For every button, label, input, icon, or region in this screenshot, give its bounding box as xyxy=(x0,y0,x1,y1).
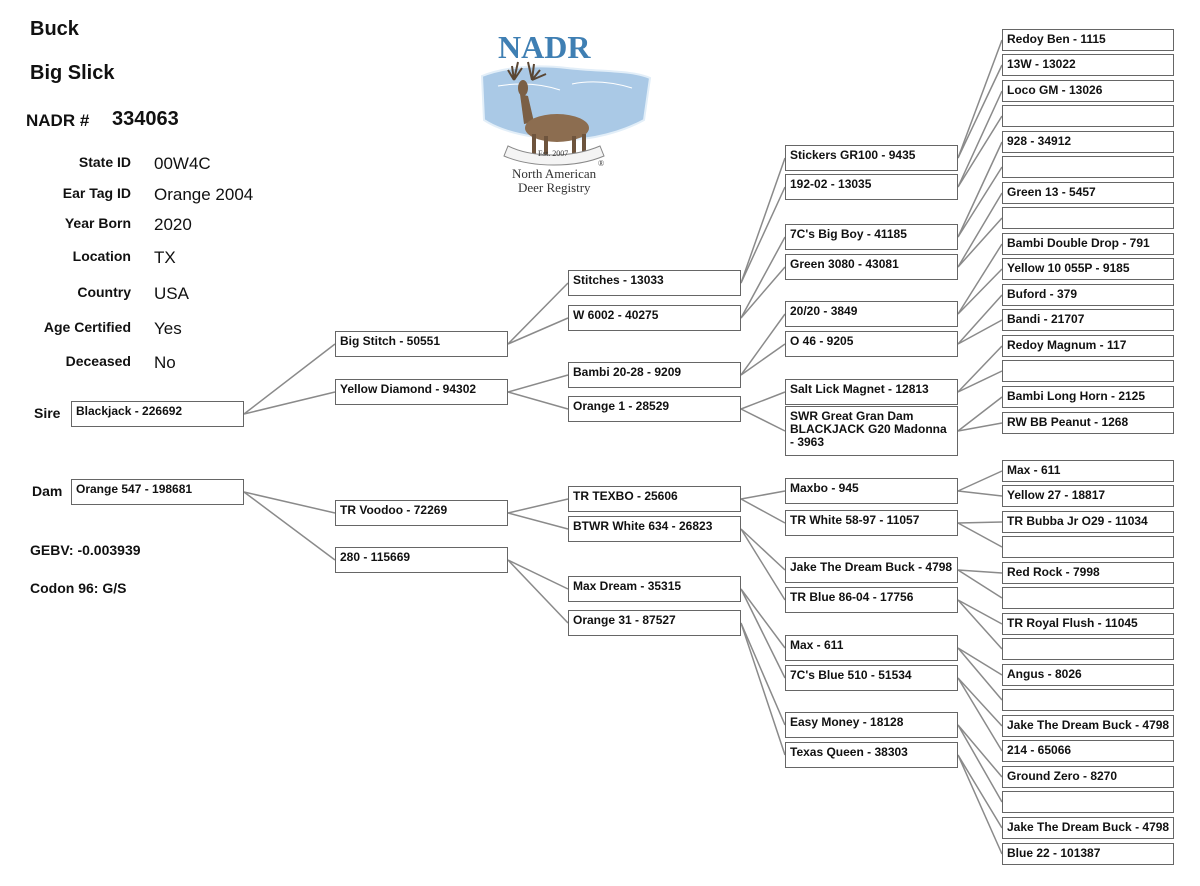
nadr-number-value: 334063 xyxy=(112,108,179,130)
g4-ancestor-box-15: Easy Money - 18128 xyxy=(785,712,958,738)
g4-ancestor-box-11: Jake The Dream Buck - 4798 xyxy=(785,557,958,583)
year-born-value: 2020 xyxy=(154,215,192,234)
g5-ancestor-box-26 xyxy=(1002,689,1174,711)
nadr-logo-line2: Deer Registry xyxy=(518,180,591,195)
g5-ancestor-box-31: Jake The Dream Buck - 4798 xyxy=(1002,817,1174,839)
g5-ancestor-box-6 xyxy=(1002,156,1174,178)
g4-ancestor-box-12: TR Blue 86-04 - 17756 xyxy=(785,587,958,613)
g4-ancestor-box-1: Stickers GR100 - 9435 xyxy=(785,145,958,171)
age-certified-value: Yes xyxy=(154,319,182,338)
sire-label: Sire xyxy=(34,405,61,421)
great-grandparent-box-6: BTWR White 634 - 26823 xyxy=(568,516,741,542)
g5-ancestor-box-19: TR Bubba Jr O29 - 11034 xyxy=(1002,511,1174,533)
g4-ancestor-box-14: 7C's Blue 510 - 51534 xyxy=(785,665,958,691)
great-grandparent-box-2: W 6002 - 40275 xyxy=(568,305,741,331)
g4-ancestor-box-9: Maxbo - 945 xyxy=(785,478,958,504)
codon-96-value: Codon 96: G/S xyxy=(30,580,127,596)
grandparent-box-4: 280 - 115669 xyxy=(335,547,508,573)
g5-ancestor-box-7: Green 13 - 5457 xyxy=(1002,182,1174,204)
g5-ancestor-box-27: Jake The Dream Buck - 4798 xyxy=(1002,715,1174,737)
g5-ancestor-box-21: Red Rock - 7998 xyxy=(1002,562,1174,584)
g5-ancestor-box-2: 13W - 13022 xyxy=(1002,54,1174,76)
deer-icon xyxy=(507,61,589,158)
ear-tag-id-value: Orange 2004 xyxy=(154,185,254,204)
g5-ancestor-box-14 xyxy=(1002,360,1174,382)
g4-ancestor-box-8: SWR Great Gran Dam BLACKJACK G20 Madonna… xyxy=(785,406,958,456)
g4-ancestor-box-13: Max - 611 xyxy=(785,635,958,661)
nadr-logo-wordmark: NADR xyxy=(498,29,591,65)
country-label: Country xyxy=(77,284,131,300)
g4-ancestor-box-7: Salt Lick Magnet - 12813 xyxy=(785,379,958,405)
g5-ancestor-box-29: Ground Zero - 8270 xyxy=(1002,766,1174,788)
g5-ancestor-box-20 xyxy=(1002,536,1174,558)
g5-ancestor-box-18: Yellow 27 - 18817 xyxy=(1002,485,1174,507)
g5-ancestor-box-9: Bambi Double Drop - 791 xyxy=(1002,233,1174,255)
g4-ancestor-box-4: Green 3080 - 43081 xyxy=(785,254,958,280)
ribbon-banner xyxy=(503,145,605,166)
g5-ancestor-box-10: Yellow 10 055P - 9185 xyxy=(1002,258,1174,280)
g5-ancestor-box-17: Max - 611 xyxy=(1002,460,1174,482)
grandparent-box-2: Yellow Diamond - 94302 xyxy=(335,379,508,405)
dam-label: Dam xyxy=(32,483,63,499)
g5-ancestor-box-12: Bandi - 21707 xyxy=(1002,309,1174,331)
location-value: TX xyxy=(154,248,176,267)
animal-type-label: Buck xyxy=(30,18,79,40)
g5-ancestor-box-8 xyxy=(1002,207,1174,229)
location-label: Location xyxy=(72,248,131,264)
g4-ancestor-box-16: Texas Queen - 38303 xyxy=(785,742,958,768)
g4-ancestor-box-10: TR White 58-97 - 11057 xyxy=(785,510,958,536)
g4-ancestor-box-6: O 46 - 9205 xyxy=(785,331,958,357)
g4-ancestor-box-5: 20/20 - 3849 xyxy=(785,301,958,327)
great-grandparent-box-3: Bambi 20-28 - 9209 xyxy=(568,362,741,388)
ear-tag-id-label: Ear Tag ID xyxy=(62,185,131,201)
great-grandparent-box-8: Orange 31 - 87527 xyxy=(568,610,741,636)
g5-ancestor-box-22 xyxy=(1002,587,1174,609)
state-id-value: 00W4C xyxy=(154,154,211,173)
g5-ancestor-box-16: RW BB Peanut - 1268 xyxy=(1002,412,1174,434)
g5-ancestor-box-13: Redoy Magnum - 117 xyxy=(1002,335,1174,357)
nadr-number-label: NADR # xyxy=(26,111,90,130)
g5-ancestor-box-25: Angus - 8026 xyxy=(1002,664,1174,686)
g5-ancestor-box-30 xyxy=(1002,791,1174,813)
g5-ancestor-box-28: 214 - 65066 xyxy=(1002,740,1174,762)
registered-mark: ® xyxy=(598,159,604,168)
g5-ancestor-box-4 xyxy=(1002,105,1174,127)
g5-ancestor-box-24 xyxy=(1002,638,1174,660)
great-grandparent-box-1: Stitches - 13033 xyxy=(568,270,741,296)
g5-ancestor-box-32: Blue 22 - 101387 xyxy=(1002,843,1174,865)
g5-ancestor-box-1: Redoy Ben - 1115 xyxy=(1002,29,1174,51)
g4-ancestor-box-2: 192-02 - 13035 xyxy=(785,174,958,200)
grandparent-box-1: Big Stitch - 50551 xyxy=(335,331,508,357)
state-id-label: State ID xyxy=(78,154,131,170)
deceased-label: Deceased xyxy=(65,353,131,369)
g5-ancestor-box-11: Buford - 379 xyxy=(1002,284,1174,306)
nadr-logo-line1: North American xyxy=(512,166,597,181)
g5-ancestor-box-23: TR Royal Flush - 11045 xyxy=(1002,613,1174,635)
dam-box: Orange 547 - 198681 xyxy=(71,479,244,505)
gebv-value: GEBV: -0.003939 xyxy=(30,542,141,558)
sire-box: Blackjack - 226692 xyxy=(71,401,244,427)
g5-ancestor-box-5: 928 - 34912 xyxy=(1002,131,1174,153)
nadr-logo-est: Est. 2007 xyxy=(538,149,568,158)
deceased-value: No xyxy=(154,353,176,372)
g4-ancestor-box-3: 7C's Big Boy - 41185 xyxy=(785,224,958,250)
great-grandparent-box-5: TR TEXBO - 25606 xyxy=(568,486,741,512)
year-born-label: Year Born xyxy=(64,215,131,231)
grandparent-box-3: TR Voodoo - 72269 xyxy=(335,500,508,526)
age-certified-label: Age Certified xyxy=(43,319,131,335)
country-value: USA xyxy=(154,284,189,303)
great-grandparent-box-4: Orange 1 - 28529 xyxy=(568,396,741,422)
g5-ancestor-box-15: Bambi Long Horn - 2125 xyxy=(1002,386,1174,408)
great-grandparent-box-7: Max Dream - 35315 xyxy=(568,576,741,602)
nadr-logo: NADR Est. 2007 ® North American Deer Reg… xyxy=(480,29,652,195)
animal-name: Big Slick xyxy=(30,62,115,84)
g5-ancestor-box-3: Loco GM - 13026 xyxy=(1002,80,1174,102)
